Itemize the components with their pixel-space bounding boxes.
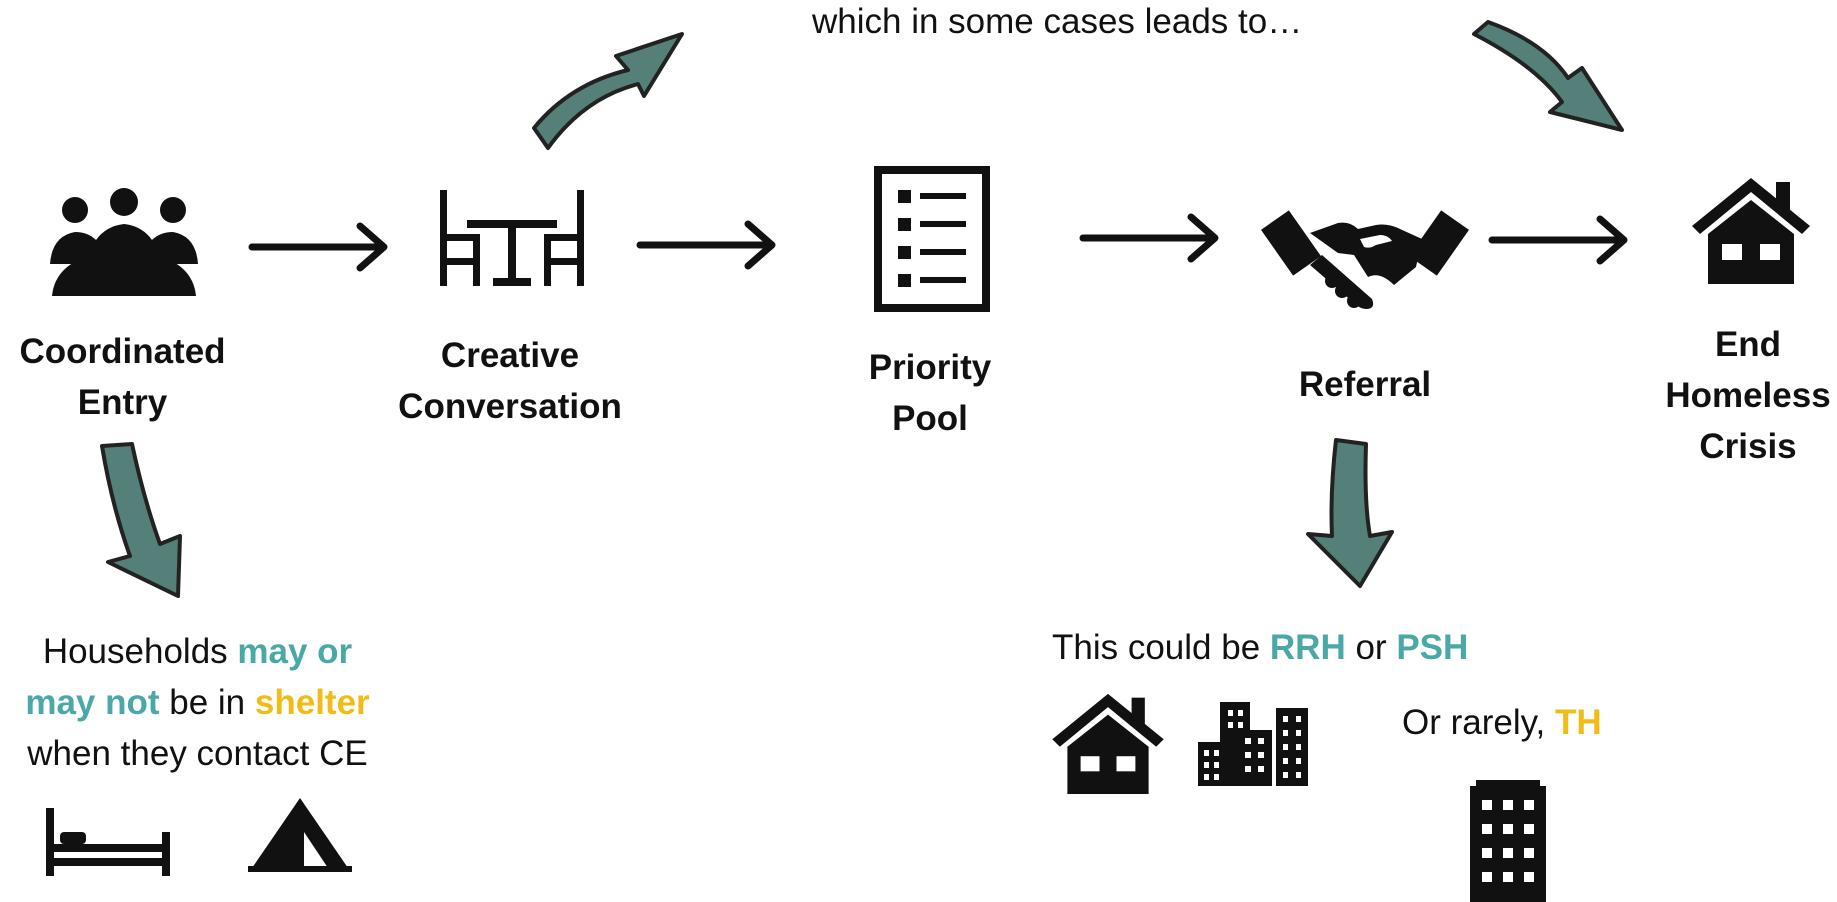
tall-building-icon: [1470, 780, 1546, 902]
highlight-th: TH: [1554, 703, 1602, 742]
highlight-may-or: may or: [237, 632, 353, 671]
label-line: Homeless: [1665, 376, 1831, 415]
step-label-referral: Referral: [1260, 359, 1470, 410]
step-label-creative-conversation: Creative Conversation: [385, 330, 635, 432]
label-line: Referral: [1298, 365, 1432, 404]
top-note: which in some cases leads to…: [812, 2, 1303, 41]
text: Households: [42, 632, 238, 671]
house-icon: [1052, 693, 1164, 794]
shelter-note-line-1: Households may or: [0, 626, 395, 677]
right-arrow: [1488, 215, 1628, 265]
right-arrow: [636, 220, 776, 270]
people-meeting-icon: [50, 188, 198, 296]
highlight-psh: PSH: [1396, 628, 1469, 667]
label-line: Priority: [868, 348, 992, 387]
curved-arrow-down-left: [100, 442, 182, 598]
curved-arrow-down-referral: [1306, 438, 1394, 588]
handshake-icon: [1261, 210, 1469, 309]
highlight-shelter: shelter: [254, 683, 370, 722]
step-label-coordinated-entry: Coordinated Entry: [0, 326, 245, 428]
label-line: Conversation: [398, 387, 622, 426]
apartment-buildings-icon: [1198, 702, 1308, 786]
step-label-priority-pool: Priority Pool: [830, 342, 1030, 444]
highlight-rrh: RRH: [1269, 628, 1346, 667]
curved-arrow-up: [532, 32, 684, 150]
highlight-may-not: may not: [25, 683, 160, 722]
curved-arrow-down: [1472, 20, 1624, 132]
referral-note: This could be RRH or PSH: [1052, 622, 1468, 673]
label-line: Creative: [440, 336, 580, 375]
table-chairs-icon: [440, 190, 584, 286]
tent-icon: [248, 798, 352, 872]
rare-note: Or rarely, TH: [1402, 697, 1602, 748]
text: or: [1345, 628, 1397, 667]
text: This could be: [1052, 628, 1270, 667]
label-line: End: [1714, 325, 1782, 364]
checklist-icon: [874, 166, 990, 312]
text: be in: [159, 683, 255, 722]
label-line: Entry: [77, 383, 168, 422]
bed-icon: [46, 808, 170, 876]
right-arrow: [1079, 213, 1219, 263]
right-arrow: [248, 222, 388, 272]
text: Or rarely,: [1402, 703, 1555, 742]
label-line: Coordinated: [19, 332, 226, 371]
label-line: Crisis: [1699, 427, 1797, 466]
shelter-note: Households may or may not be in shelter …: [0, 626, 395, 779]
shelter-note-line-3: when they contact CE: [27, 734, 368, 773]
house-icon: [1692, 178, 1810, 284]
label-line: Pool: [892, 399, 968, 438]
shelter-note-line-2: may not be in shelter: [0, 677, 395, 728]
step-label-end-homeless-crisis: End Homeless Crisis: [1648, 319, 1837, 472]
